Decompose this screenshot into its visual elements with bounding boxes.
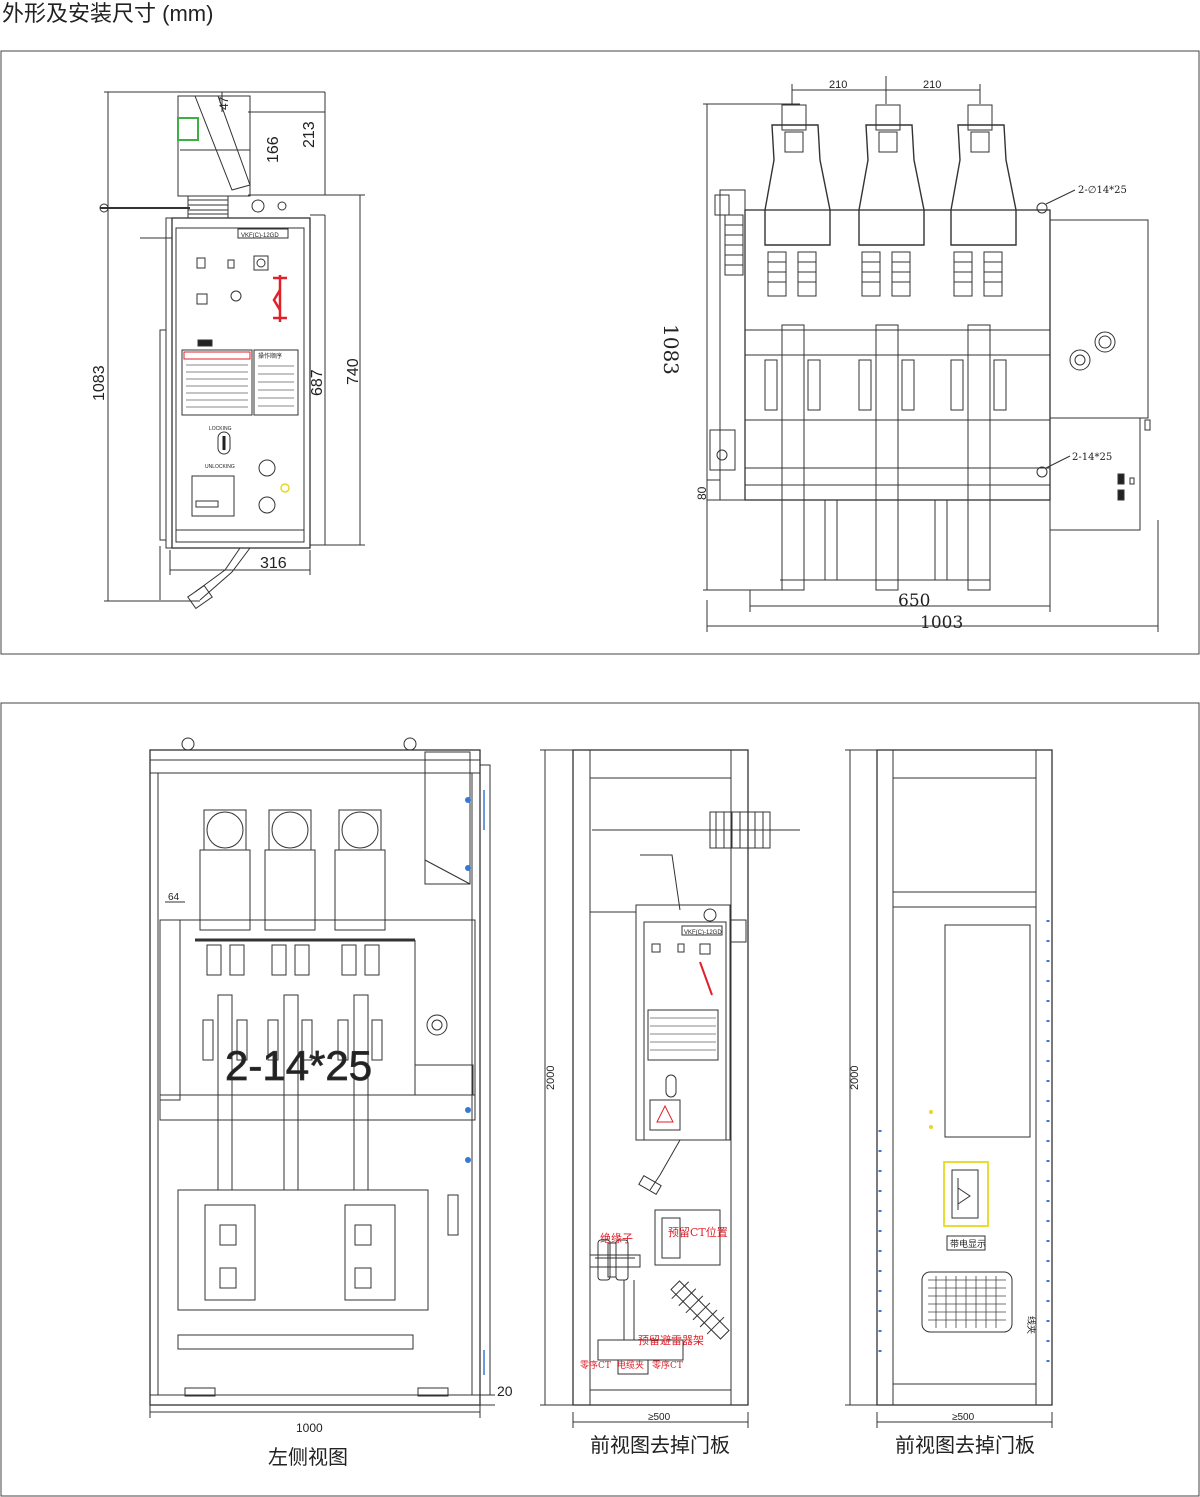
dim-1000: 1000 (296, 1421, 323, 1435)
dim-1083-front: 1083 (659, 324, 683, 375)
side-nameplate: VKF(C)-12GD (241, 233, 279, 239)
label-ct-reserved: 预留CT位置 (668, 1225, 728, 1239)
dim-213: 213 (301, 121, 318, 148)
dim-210-left: 210 (829, 79, 847, 91)
left-pole-1 (199, 809, 251, 1191)
locking-label: LOCKING (209, 426, 232, 432)
operation-label: 操作顺序 (258, 352, 282, 360)
left-pole-2 (264, 809, 316, 1191)
dim-500-right: ≥500 (952, 1412, 975, 1423)
unlocking-label: UNLOCKING (205, 464, 235, 470)
cabinet-left-view: 2-14*25 64 1000 20 左侧视图 (149, 737, 513, 1469)
middle-nameplate: VKF(C)-12GD (684, 930, 722, 936)
page-title: 外形及安装尺寸 (mm) (2, 1, 214, 26)
label-insulator: 绝缘子 (600, 1231, 633, 1245)
top-panel-frame (0, 50, 1200, 655)
dim-20: 20 (497, 1383, 513, 1399)
caption-left-view: 左侧视图 (268, 1445, 348, 1469)
dim-650: 650 (898, 591, 930, 611)
dim-2000-middle: 2000 (545, 1066, 557, 1090)
dim-316: 316 (260, 555, 287, 572)
cabinet-middle-view: VKF(C)-12GD (540, 749, 800, 1457)
surge-arrester (670, 1280, 730, 1340)
dim-500-middle: ≥500 (648, 1412, 671, 1423)
label-live-indicator: 带电显示 (950, 1238, 986, 1250)
interlock-symbol (272, 275, 287, 322)
label-zero-ct-left: 零序CT (580, 1359, 611, 1371)
left-pole-3 (334, 809, 386, 1191)
front-pole-3 (950, 104, 1017, 591)
caption-right-view: 前视图去掉门板 (895, 1433, 1035, 1457)
dim-64: 64 (168, 892, 180, 903)
dim-2000-right: 2000 (849, 1066, 861, 1090)
label-arrester-reserved: 预留避雷器架 (638, 1333, 704, 1347)
dim-80: 80 (695, 486, 709, 500)
caption-middle-view: 前视图去掉门板 (590, 1433, 730, 1457)
dim-687: 687 (309, 369, 326, 396)
cabinet-right-view: 带电显示 线夹 2000 ≥500 前视图去掉门板 (845, 749, 1053, 1457)
left-view-overlay-text: 2-14*25 (225, 1042, 372, 1089)
label-cable-clamp: 电缆夹 (617, 1359, 644, 1371)
dim-166: 166 (265, 136, 282, 163)
label-zero-ct-right: 零序CT (652, 1359, 683, 1371)
vent-grille (928, 1276, 1006, 1328)
front-pole-1 (764, 104, 831, 591)
breaker-front-view: 210 210 2-∅14*25 2-14*25 1083 80 650 100… (659, 76, 1159, 633)
dim-210-right: 210 (923, 79, 941, 91)
hole-spec-bottom: 2-14*25 (1072, 452, 1112, 463)
dim-47: 47 (217, 96, 231, 110)
dim-1083-side: 1083 (91, 365, 108, 401)
dim-1003: 1003 (920, 613, 963, 633)
hole-spec-top: 2-∅14*25 (1078, 185, 1127, 196)
bottom-panel-frame (0, 702, 1200, 1497)
label-cable-clamp-right: 线夹 (1025, 1316, 1037, 1334)
breaker-side-view: VKF(C)-12GD 操作顺序 (91, 91, 365, 610)
dim-740: 740 (345, 358, 362, 385)
front-pole-2 (858, 104, 925, 591)
